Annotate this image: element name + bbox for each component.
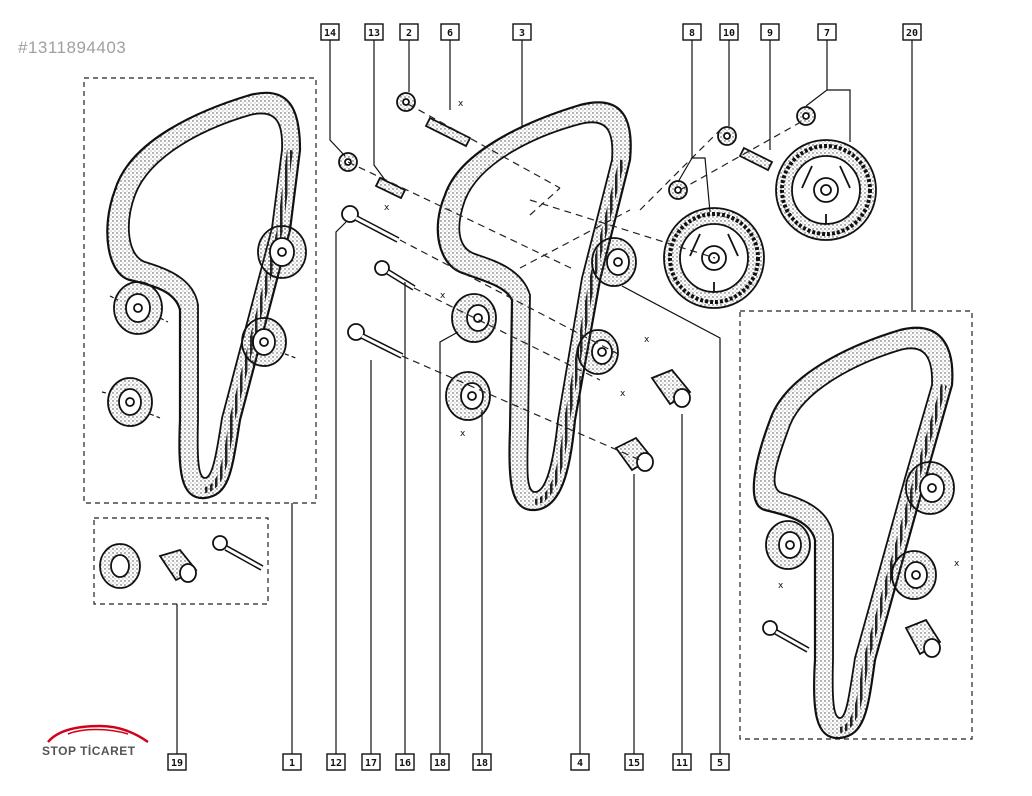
timing-belt-kit-1	[106, 91, 302, 500]
callout-label: 11	[676, 758, 688, 769]
callout-label: 12	[330, 758, 342, 769]
callout-label: 5	[717, 758, 723, 769]
svg-text:x: x	[384, 203, 390, 213]
camshaft-sprocket-7	[775, 139, 877, 241]
callout-top-13: 13	[364, 23, 384, 41]
box-kit-19	[93, 517, 269, 605]
callout-label: 18	[476, 758, 488, 769]
kit-19-parts	[99, 535, 264, 589]
car-silhouette-icon	[47, 724, 149, 744]
callout-bottom-15-8: 15	[624, 753, 644, 771]
callout-bottom-17-3: 17	[361, 753, 381, 771]
callout-label: 3	[519, 28, 525, 39]
timing-belt-kit-20	[752, 326, 954, 740]
svg-text:x: x	[458, 99, 464, 109]
timing-belt-3	[436, 101, 632, 512]
logo-text: STOP TİCARET	[42, 744, 136, 758]
svg-text:x: x	[644, 335, 650, 345]
callout-bottom-1-1: 1	[282, 753, 302, 771]
callout-label: 16	[399, 758, 411, 769]
callout-label: 4	[577, 758, 583, 769]
callout-label: 9	[767, 28, 773, 39]
callout-bottom-18-6: 18	[472, 753, 492, 771]
callout-label: 14	[324, 28, 336, 39]
callout-top-20: 20	[902, 23, 922, 41]
callout-label: 6	[447, 28, 453, 39]
callout-top-7: 7	[817, 23, 837, 41]
callout-top-9: 9	[760, 23, 780, 41]
callout-label: 20	[906, 28, 918, 39]
rollers-kit-1	[107, 225, 307, 427]
callout-top-2: 2	[399, 23, 419, 41]
callout-bottom-16-4: 16	[395, 753, 415, 771]
svg-text:x: x	[460, 429, 466, 439]
svg-text:x: x	[620, 389, 626, 399]
callout-bottom-19-0: 19	[167, 753, 187, 771]
stop-ticaret-logo: STOP TİCARET	[38, 722, 158, 772]
leader-lines	[176, 40, 913, 754]
callout-label: 19	[171, 758, 183, 769]
callout-label: 13	[368, 28, 380, 39]
callout-label: 18	[434, 758, 446, 769]
svg-text:x: x	[778, 581, 784, 591]
callout-top-10: 10	[719, 23, 739, 41]
callout-label: 1	[289, 758, 295, 769]
rollers-kit-20	[762, 461, 955, 658]
callout-bottom-12-2: 12	[326, 753, 346, 771]
callout-bottom-11-9: 11	[672, 753, 692, 771]
callout-label: 2	[406, 28, 412, 39]
callout-label: 15	[628, 758, 640, 769]
callout-bottom-5-10: 5	[710, 753, 730, 771]
callout-bottom-18-5: 18	[430, 753, 450, 771]
callout-label: 8	[689, 28, 695, 39]
reference-id: #1311894403	[18, 38, 127, 57]
callout-bottom-4-7: 4	[570, 753, 590, 771]
callout-label: 7	[824, 28, 830, 39]
callout-top-8: 8	[682, 23, 702, 41]
callout-label: 10	[723, 28, 735, 39]
box-kit-20	[739, 310, 973, 740]
center-rollers	[445, 237, 692, 472]
callout-top-3: 3	[512, 23, 532, 41]
callout-top-14: 14	[320, 23, 340, 41]
svg-text:x: x	[954, 559, 960, 569]
callout-top-6: 6	[440, 23, 460, 41]
box-kit-1	[83, 77, 317, 504]
svg-text:x: x	[440, 291, 446, 301]
callout-label: 17	[365, 758, 377, 769]
dimension-marks: x x x x x x x x	[384, 99, 960, 591]
